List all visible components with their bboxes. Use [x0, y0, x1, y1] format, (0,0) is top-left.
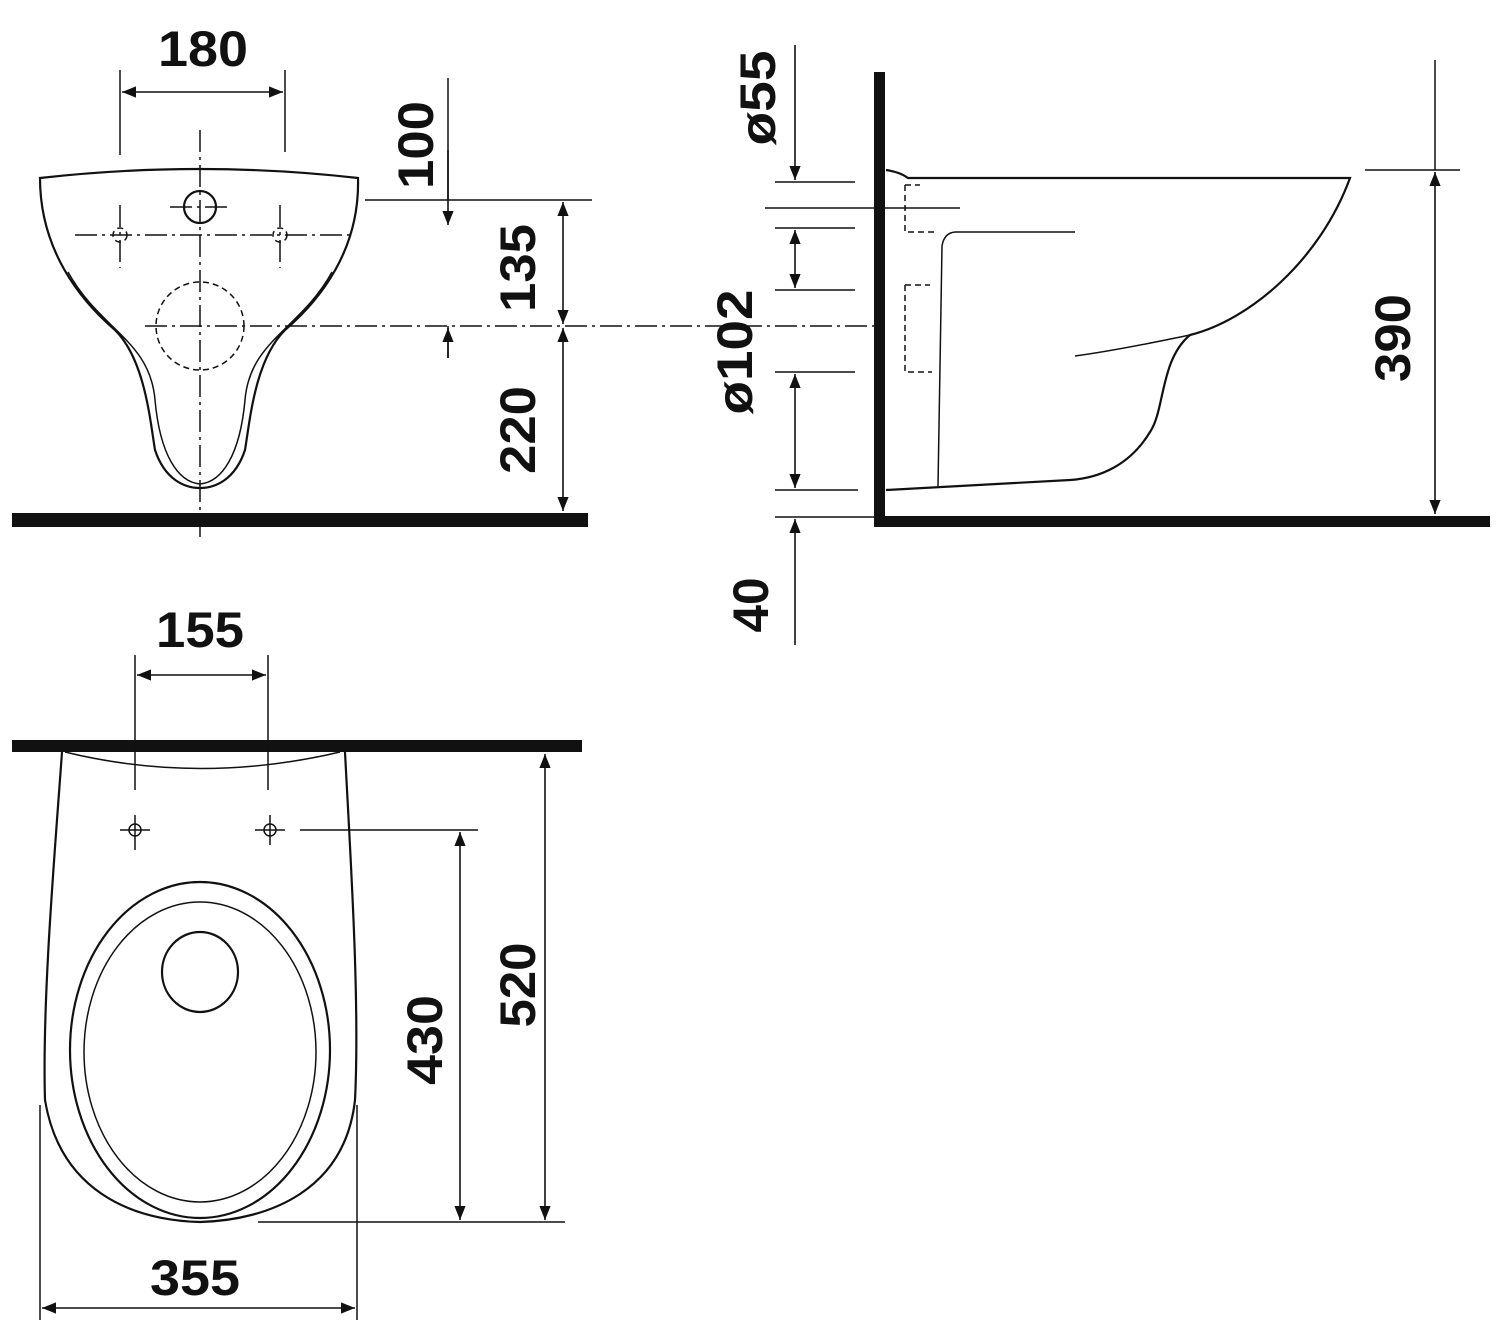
dim-155: 155 [156, 602, 244, 658]
bowl-outline [38, 167, 360, 490]
front-view: 180 100 135 220 [12, 21, 880, 540]
dim-430: 430 [397, 995, 453, 1085]
dim-520: 520 [490, 943, 546, 1028]
dim-220: 220 [490, 386, 546, 474]
dim-355: 355 [150, 1250, 240, 1306]
floor-line [12, 513, 588, 527]
bowl-side-outline [885, 168, 1352, 492]
dim-135: 135 [490, 224, 546, 312]
seat-inner [83, 901, 317, 1203]
top-view: 155 430 520 355 [12, 602, 582, 1320]
dim-180: 180 [158, 21, 248, 77]
seat-outer [68, 880, 332, 1220]
floor-line-side [874, 516, 1490, 527]
dim-pipe-102: ø102 [707, 290, 763, 415]
dim-390: 390 [1365, 294, 1421, 382]
dim-100: 100 [388, 101, 444, 189]
dim-pipe-55: ø55 [730, 51, 786, 146]
bowl-top-outline [43, 751, 358, 1224]
bowl-hole [160, 930, 240, 1014]
wall-line-top [12, 740, 582, 752]
dim-40: 40 [723, 578, 779, 633]
wall-line [874, 72, 885, 527]
side-view: ø55 ø102 40 390 [707, 45, 1490, 645]
